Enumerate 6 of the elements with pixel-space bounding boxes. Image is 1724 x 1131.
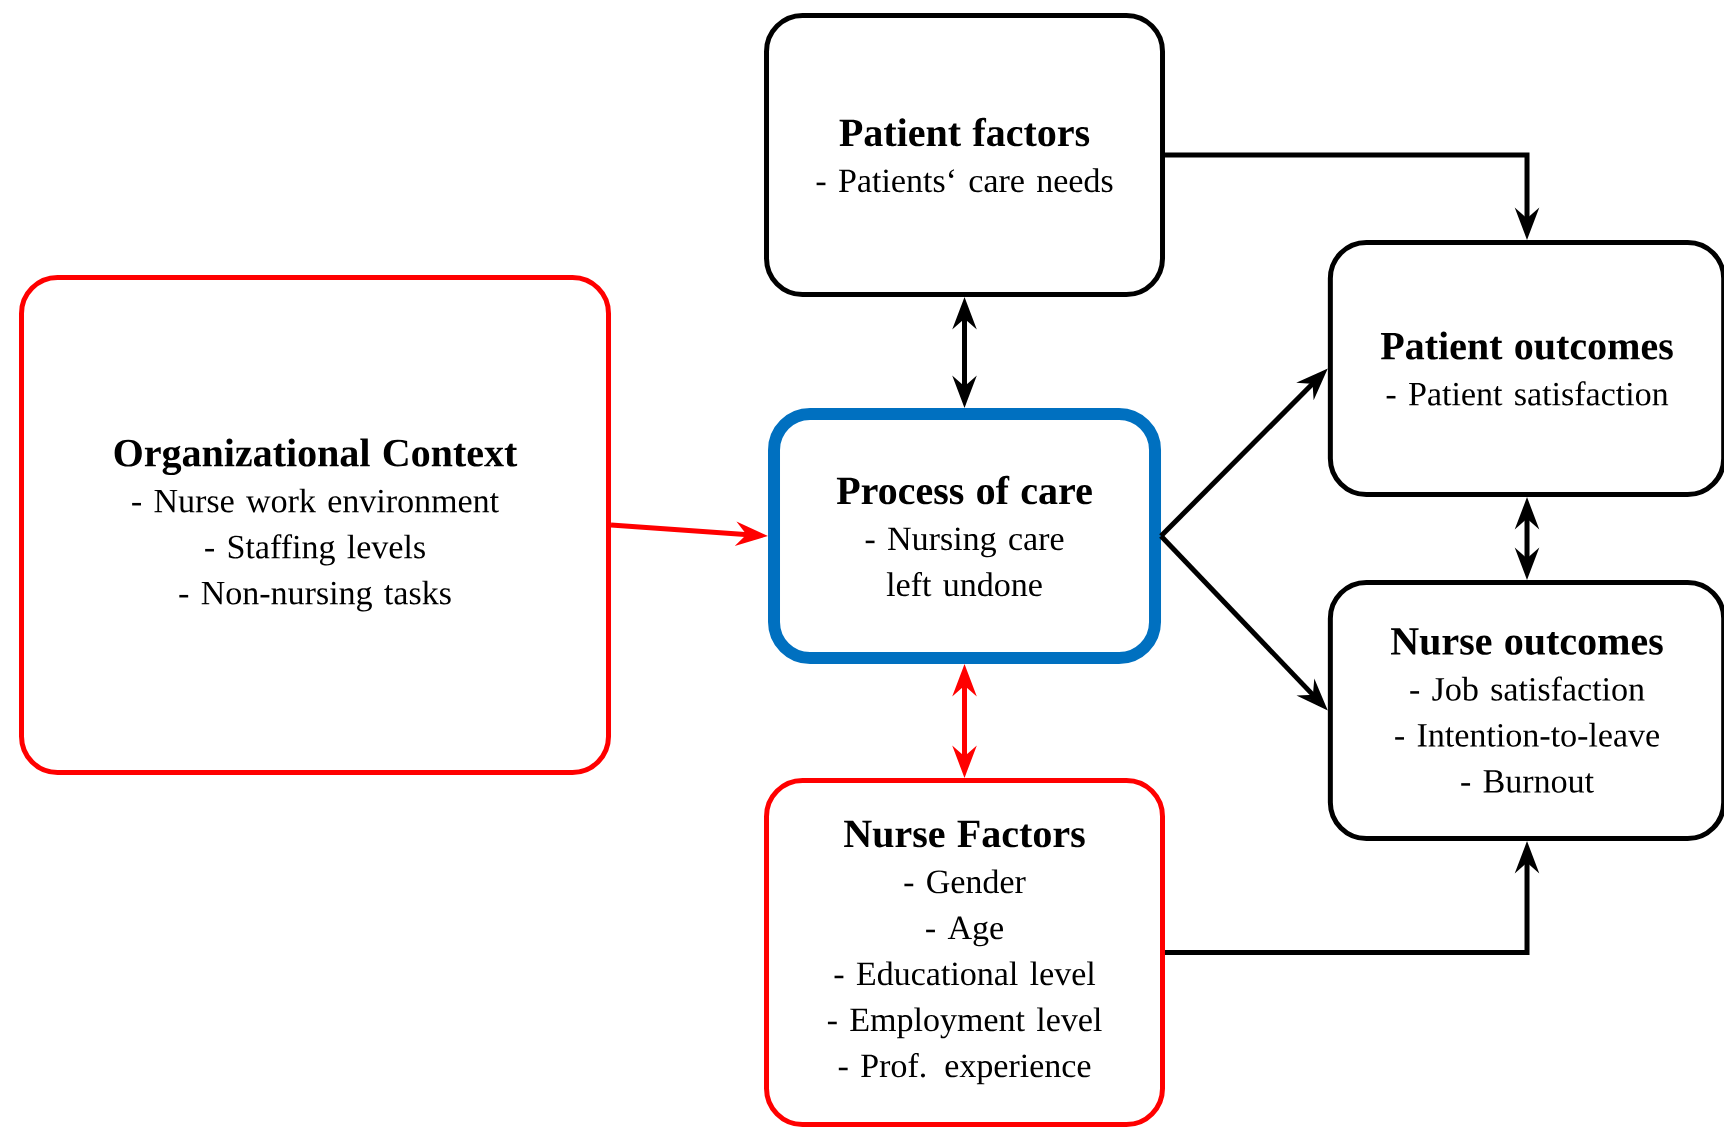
factor-box: Nurse outcomes - Job satisfaction - Intention-to-leave - Burnout — [1327, 580, 1724, 841]
factor-box: Patient factors - Patients‘ care needs — [764, 13, 1165, 297]
factor-box: Organizational Context - Nurse work environment - Staffing levels - Non-nursing tasks — [19, 275, 611, 775]
factor-box: Process of care - Nursing care left undone — [768, 408, 1161, 664]
factor-box: Patient outcomes - Patient satisfaction — [1327, 240, 1724, 497]
factor-box: Nurse Factors - Gender - Age - Educational level - Employment level - Prof. experience — [764, 778, 1165, 1127]
